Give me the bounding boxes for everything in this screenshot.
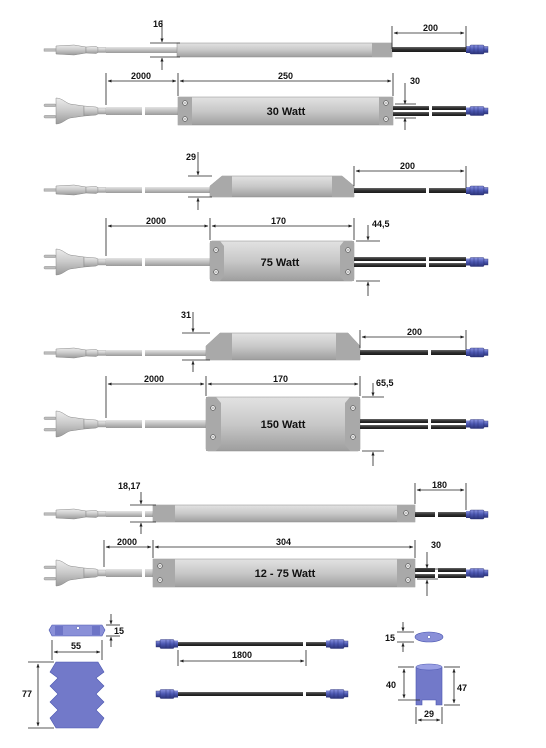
- dimension-row3: 29 200: [186, 152, 467, 210]
- row2-cable-in-label: 2000: [131, 71, 151, 81]
- row6-cable-in-label: 2000: [144, 374, 164, 384]
- dimension-row1: 16 200: [150, 19, 467, 70]
- psu-12-75w-side-view: [43, 504, 489, 523]
- cup-width-label: 29: [424, 709, 434, 719]
- extension-length-label: 1800: [232, 650, 252, 660]
- row4-length-label: 170: [271, 216, 286, 226]
- row7-height-label: 18,17: [118, 481, 141, 491]
- bracket-total-height-label: 77: [22, 689, 32, 699]
- psu-75w-top-view: 75 Watt: [43, 240, 489, 282]
- row3-cable-out-label: 200: [400, 161, 415, 171]
- dimension-row8: 2000 304 30: [103, 537, 441, 596]
- psu-12-75w-label: 12 - 75 Watt: [255, 568, 316, 580]
- dimension-row4: 2000 170 44,5: [105, 216, 390, 296]
- row2-height-label: 30: [410, 76, 420, 86]
- cup-top-height-label: 15: [385, 633, 395, 643]
- row8-length-label: 304: [276, 537, 291, 547]
- row4-height-label: 44,5: [372, 219, 390, 229]
- bracket-height-label: 15: [114, 626, 124, 636]
- psu-30w-label: 30 Watt: [267, 106, 306, 118]
- row6-length-label: 170: [273, 374, 288, 384]
- dimension-row6: 2000 170 65,5: [105, 374, 394, 466]
- psu-30w-top-view: 30 Watt: [43, 96, 489, 126]
- psu-30w-side-view: [43, 42, 489, 58]
- psu-12-75w-top-view: 12 - 75 Watt: [43, 558, 489, 588]
- row5-height-label: 31: [181, 310, 191, 320]
- psu-150w-label: 150 Watt: [261, 419, 306, 431]
- bracket-width-label: 55: [71, 641, 81, 651]
- psu-75w-side-view: [43, 175, 489, 198]
- cup-height-label: 40: [386, 680, 396, 690]
- row3-height-label: 29: [186, 152, 196, 162]
- psu-150w-top-view: 150 Watt: [43, 396, 489, 452]
- row1-cable-out-label: 200: [423, 23, 438, 33]
- psu-75w-label: 75 Watt: [261, 257, 300, 269]
- dimension-row5: 31 200: [181, 310, 467, 372]
- row1-height-label: 16: [153, 19, 163, 29]
- row4-cable-in-label: 2000: [146, 216, 166, 226]
- mounting-bracket: 55 15 77: [22, 614, 124, 729]
- extension-cable: 1800: [155, 639, 349, 699]
- row6-height-label: 65,5: [376, 378, 394, 388]
- row8-height-label: 30: [431, 540, 441, 550]
- row7-cable-out-label: 180: [432, 480, 447, 490]
- dimension-row7: 18,17 180: [118, 480, 467, 534]
- row8-cable-in-label: 2000: [117, 537, 137, 547]
- row5-cable-out-label: 200: [407, 327, 422, 337]
- row2-length-label: 250: [278, 71, 293, 81]
- cable-cup: 15 40 47 29: [385, 622, 467, 724]
- psu-150w-side-view: [43, 332, 489, 361]
- dimension-row2: 2000 250 30: [105, 71, 420, 130]
- cup-total-height-label: 47: [457, 683, 467, 693]
